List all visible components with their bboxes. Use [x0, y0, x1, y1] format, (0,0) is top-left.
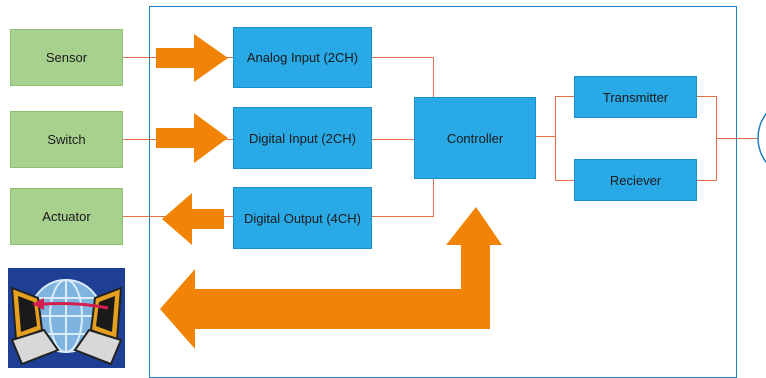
- actuator-node: Actuator: [10, 188, 123, 245]
- transmitter-module: Transmitter: [574, 76, 697, 118]
- sensor-label: Sensor: [45, 50, 88, 65]
- analog-input-module: Analog Input (2CH): [233, 27, 372, 88]
- digital-input-module: Digital Input (2CH): [233, 107, 372, 169]
- network-computers-icon: [8, 268, 125, 368]
- wire-bus-receiver: [555, 180, 574, 181]
- wire-output-controller-h: [372, 216, 434, 217]
- wire-receiver-out: [697, 180, 717, 181]
- digital-input-label: Digital Input (2CH): [249, 130, 356, 146]
- receiver-module: Reciever: [574, 159, 697, 201]
- transmitter-label: Transmitter: [602, 89, 669, 105]
- wire-transmitter-out: [697, 96, 717, 97]
- digital-output-module: Digital Output (4CH): [233, 187, 372, 249]
- switch-node: Switch: [10, 111, 123, 168]
- controller-module: Controller: [414, 97, 536, 179]
- wire-digital-controller: [372, 139, 414, 140]
- wire-bus-transmitter: [555, 96, 574, 97]
- switch-label: Switch: [47, 132, 86, 147]
- antenna-circle-icon: [757, 112, 766, 164]
- analog-input-label: Analog Input (2CH): [246, 50, 359, 65]
- bidirectional-arrow-icon: [160, 207, 502, 349]
- controller-label: Controller: [446, 130, 504, 146]
- wire-controller-bus: [536, 136, 555, 137]
- actuator-label: Actuator: [42, 209, 91, 224]
- digital-output-label: Digital Output (4CH): [243, 210, 362, 226]
- wire-analog-controller-h: [372, 57, 434, 58]
- sensor-node: Sensor: [10, 29, 123, 86]
- receiver-label: Reciever: [609, 172, 662, 188]
- wire-bus-antenna: [716, 138, 758, 139]
- wire-output-controller-v: [433, 179, 434, 217]
- wire-left-bus: [555, 96, 556, 181]
- block-diagram: Sensor Switch Actuator Analog Input (2CH…: [8, 6, 766, 378]
- arrow-right-icon: [156, 34, 228, 82]
- arrow-left-icon: [162, 193, 224, 245]
- wire-analog-controller-v: [433, 57, 434, 98]
- arrow-right-icon: [156, 113, 228, 163]
